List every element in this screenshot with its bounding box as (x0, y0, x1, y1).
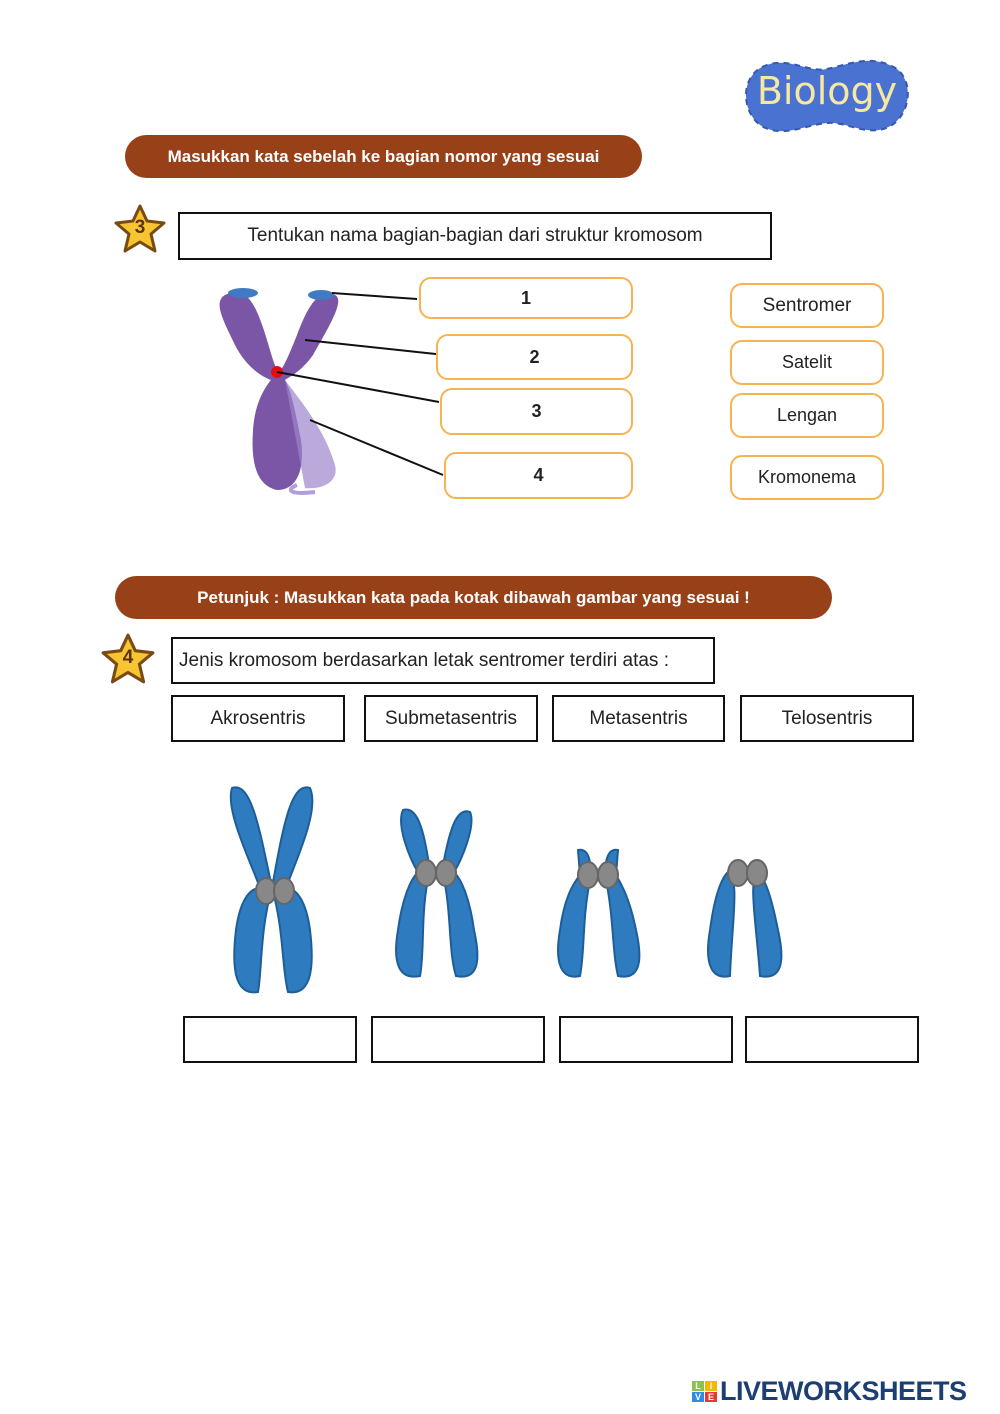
live-letter: E (705, 1391, 717, 1402)
instruction-banner-3: Masukkan kata sebelah ke bagian nomor ya… (125, 135, 642, 178)
chromosome-types-illustration (229, 786, 783, 994)
label-akrosentris[interactable]: Akrosentris (171, 695, 345, 742)
drop-box-2[interactable] (371, 1016, 545, 1063)
answer-box-2[interactable]: 2 (436, 334, 633, 380)
answer-box-1[interactable]: 1 (419, 277, 633, 319)
answer-box-4[interactable]: 4 (444, 452, 633, 499)
telocentric-chromosome (707, 859, 783, 978)
drop-box-4[interactable] (745, 1016, 919, 1063)
word-satelit[interactable]: Satelit (730, 340, 884, 385)
submetacentric-chromosome (395, 808, 479, 978)
drop-box-1[interactable] (183, 1016, 357, 1063)
drop-box-3[interactable] (559, 1016, 733, 1063)
liveworksheets-brand: LIVEWORKSHEETS (720, 1375, 967, 1406)
biology-logo-text: Biology (756, 69, 898, 113)
acrocentric-chromosome (557, 848, 641, 978)
word-sentromer[interactable]: Sentromer (730, 283, 884, 328)
metacentric-chromosome (229, 786, 314, 994)
biology-logo: Biology (742, 55, 912, 137)
star-icon: 4 (100, 633, 156, 685)
word-lengan[interactable]: Lengan (730, 393, 884, 438)
label-submetasentris[interactable]: Submetasentris (364, 695, 538, 742)
live-letter: L (692, 1380, 704, 1391)
label-metasentris[interactable]: Metasentris (552, 695, 725, 742)
question-box-4: Jenis kromosom berdasarkan letak sentrom… (171, 637, 715, 684)
chromosome-structure-diagram (219, 288, 446, 495)
live-letter: I (705, 1380, 717, 1391)
instruction-banner-4: Petunjuk : Masukkan kata pada kotak diba… (115, 576, 832, 619)
liveworksheets-logo: L I V E LIVEWORKSHEETS (692, 1376, 992, 1406)
answer-box-3[interactable]: 3 (440, 388, 633, 435)
label-telosentris[interactable]: Telosentris (740, 695, 914, 742)
question-box-3: Tentukan nama bagian-bagian dari struktu… (178, 212, 772, 260)
live-icon: L I V E (692, 1380, 717, 1402)
word-kromonema[interactable]: Kromonema (730, 455, 884, 500)
star-number: 3 (134, 217, 146, 238)
star-icon: 3 (113, 204, 167, 254)
star-number: 4 (122, 647, 134, 668)
live-letter: V (692, 1391, 704, 1402)
